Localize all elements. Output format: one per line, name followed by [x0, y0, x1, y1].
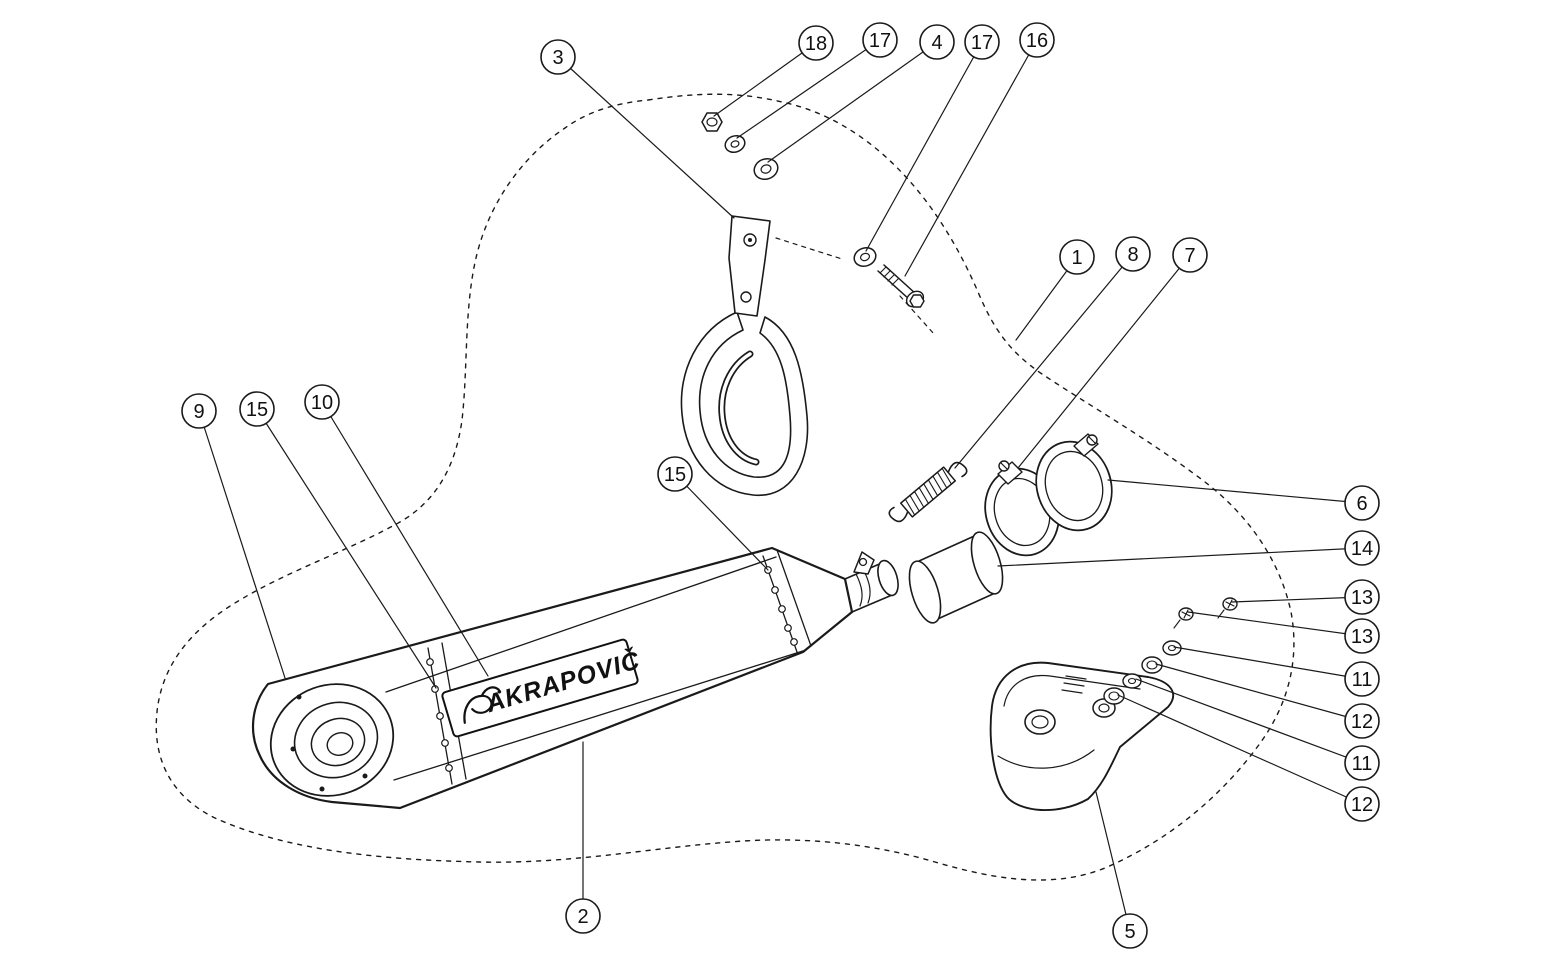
shield-screw-1 — [1217, 597, 1238, 619]
callout-balloon-11: 11 — [1173, 646, 1380, 697]
callout-balloon-9: 9 — [181, 393, 286, 679]
svg-text:16: 16 — [1026, 30, 1048, 52]
muffler-upper-ridge — [385, 556, 777, 693]
svg-text:17: 17 — [971, 32, 993, 54]
kit-boundary-dashed-outline — [155, 93, 1295, 881]
callout-balloon-12: 12 — [1117, 694, 1380, 822]
clamp-rear — [1035, 433, 1113, 532]
svg-text:6: 6 — [1356, 493, 1367, 515]
svg-text:5: 5 — [1124, 921, 1135, 943]
callout-balloon-16: 16 — [904, 22, 1055, 277]
callout-balloon-11: 11 — [1135, 678, 1380, 781]
callout-balloon-8: 8 — [954, 236, 1151, 469]
callout-balloon-13: 13 — [1231, 579, 1380, 615]
callout-balloon-4: 4 — [767, 24, 955, 163]
exhaust-outlet-inner — [326, 732, 354, 756]
muffler-assembly: AKRAPOVIČ — [252, 546, 854, 810]
svg-text:13: 13 — [1351, 626, 1373, 648]
callout-balloon-2: 2 — [565, 741, 601, 934]
svg-text:15: 15 — [664, 464, 686, 486]
svg-text:2: 2 — [577, 906, 588, 928]
washer-large — [753, 157, 779, 181]
svg-text:3: 3 — [552, 47, 563, 69]
svg-text:9: 9 — [193, 401, 204, 423]
washer-small-1 — [724, 134, 746, 154]
assembly-axis-dashed-line-2 — [899, 295, 935, 335]
mounting-bracket-strap — [680, 215, 809, 496]
svg-text:18: 18 — [805, 33, 827, 55]
assembly-axis-dashed-line-1 — [775, 237, 843, 260]
inlet-pipe — [844, 551, 899, 613]
hex-nut — [701, 112, 723, 132]
callout-balloon-5: 5 — [1095, 791, 1148, 949]
rivet-band-right — [762, 549, 812, 653]
svg-text:1: 1 — [1071, 247, 1082, 269]
svg-text:10: 10 — [311, 392, 333, 414]
shield-washer-2 — [1122, 673, 1142, 689]
svg-text:8: 8 — [1127, 244, 1138, 266]
callout-balloon-3: 3 — [540, 39, 735, 219]
svg-text:12: 12 — [1351, 711, 1373, 733]
shield-screw-2 — [1173, 607, 1194, 629]
svg-text:11: 11 — [1352, 753, 1373, 775]
akrapovic-scorpion-icon — [463, 686, 502, 724]
callout-balloon-6: 6 — [1107, 479, 1380, 521]
svg-text:7: 7 — [1184, 245, 1195, 267]
callout-balloon-15: 15 — [239, 391, 437, 689]
callout-balloon-18: 18 — [713, 25, 834, 117]
bracket-loop — [680, 311, 809, 496]
callout-balloon-13: 13 — [1187, 611, 1380, 654]
svg-text:14: 14 — [1351, 538, 1373, 560]
callout-balloon-15: 15 — [657, 456, 769, 571]
shield-washer-1 — [1162, 640, 1182, 656]
svg-text:12: 12 — [1351, 794, 1373, 816]
svg-text:15: 15 — [246, 399, 268, 421]
shield-grommet-2 — [1103, 687, 1125, 705]
hex-bolt — [877, 264, 925, 308]
callout-balloon-10: 10 — [304, 384, 489, 677]
svg-text:4: 4 — [931, 32, 942, 54]
bracket-tab — [728, 215, 771, 317]
callout-balloon-7: 7 — [1017, 237, 1208, 469]
callout-balloon-17: 17 — [865, 24, 1000, 252]
svg-text:13: 13 — [1351, 587, 1373, 609]
washer-small-2 — [853, 246, 877, 268]
svg-text:17: 17 — [869, 30, 891, 52]
callout-balloon-14: 14 — [997, 530, 1380, 567]
callout-balloon-12: 12 — [1155, 663, 1380, 739]
tension-spring — [888, 461, 968, 523]
shield-grommet-1 — [1141, 656, 1163, 674]
callout-balloon-17: 17 — [736, 22, 898, 139]
heat-shield — [989, 661, 1174, 811]
sleeve-ring — [908, 531, 1004, 624]
muffler-end-cap — [269, 683, 395, 797]
svg-text:11: 11 — [1352, 669, 1373, 691]
callout-balloon-1: 1 — [1015, 239, 1095, 341]
